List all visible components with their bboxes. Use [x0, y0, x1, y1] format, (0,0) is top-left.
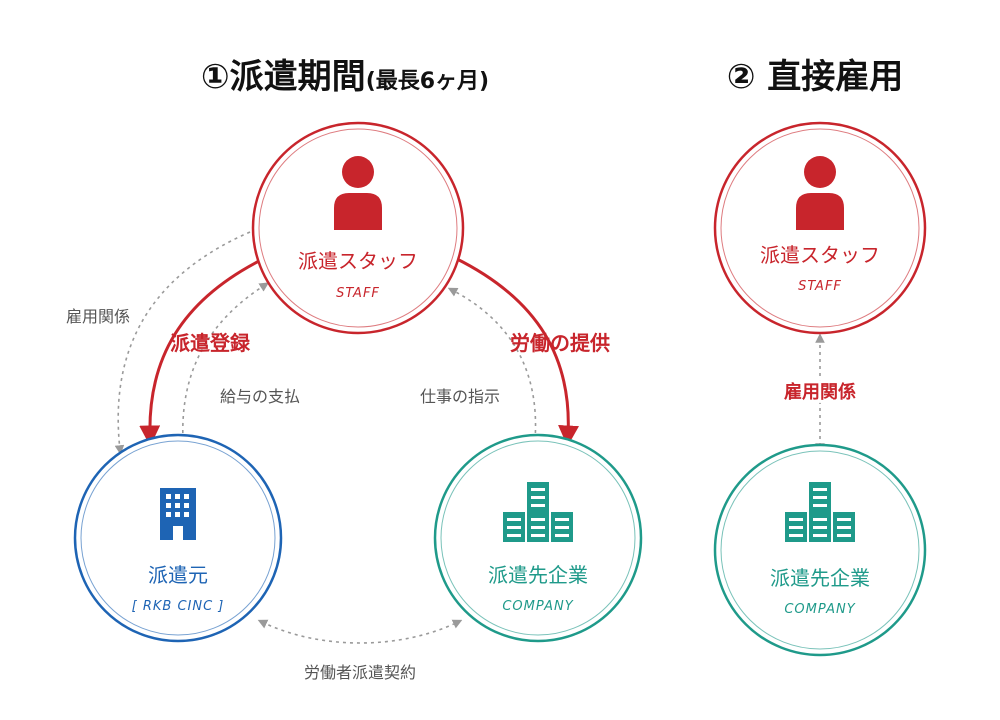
direct-staff-node: 派遣スタッフ STAFF	[713, 121, 927, 335]
work-instruction-arrow	[447, 287, 537, 441]
section1-heading-main: ①派遣期間	[201, 57, 366, 97]
registration-arrow	[139, 256, 266, 447]
dispatch-contract-label: 労働者派遣契約	[304, 663, 416, 682]
employment-relation-arrow	[114, 231, 251, 455]
company-sublabel: COMPANY	[502, 599, 573, 614]
buildings-icon	[785, 482, 855, 542]
direct-company-node: 派遣先企業 COMPANY	[713, 443, 927, 657]
person-icon	[334, 156, 382, 230]
staff-sublabel: STAFF	[336, 286, 380, 301]
registration-label: 派遣登録	[170, 331, 251, 355]
dispatcher-node: 派遣元 [ RKB CINC ]	[73, 433, 283, 643]
salary-payment-label: 給与の支払	[220, 387, 300, 406]
section1-heading-sub: (最長6ヶ月)	[366, 69, 489, 94]
office-building-icon	[160, 488, 196, 540]
person-icon	[796, 156, 844, 230]
company-label: 派遣先企業	[488, 563, 588, 587]
labor-provision-arrow	[454, 256, 580, 447]
buildings-icon	[503, 482, 573, 542]
labor-provision-label: 労働の提供	[510, 331, 610, 355]
dispatch-contract-arrow	[257, 619, 463, 644]
direct-employment-label: 雇用関係	[784, 381, 856, 403]
staff-label: 派遣スタッフ	[298, 249, 418, 273]
direct-company-sublabel: COMPANY	[784, 602, 855, 617]
salary-payment-arrow	[182, 282, 270, 441]
dispatcher-label: 派遣元	[148, 563, 208, 587]
company-node: 派遣先企業 COMPANY	[433, 433, 643, 643]
direct-staff-label: 派遣スタッフ	[760, 243, 880, 267]
section1-heading: ①派遣期間(最長6ヶ月)	[201, 57, 489, 97]
direct-staff-sublabel: STAFF	[798, 279, 842, 294]
staff-node: 派遣スタッフ STAFF	[251, 121, 465, 335]
direct-company-label: 派遣先企業	[770, 566, 870, 590]
section2-heading: ② 直接雇用	[727, 57, 904, 97]
employment-relation-label: 雇用関係	[66, 307, 130, 326]
work-instruction-label: 仕事の指示	[420, 387, 500, 406]
dispatcher-sublabel: [ RKB CINC ]	[132, 599, 225, 614]
